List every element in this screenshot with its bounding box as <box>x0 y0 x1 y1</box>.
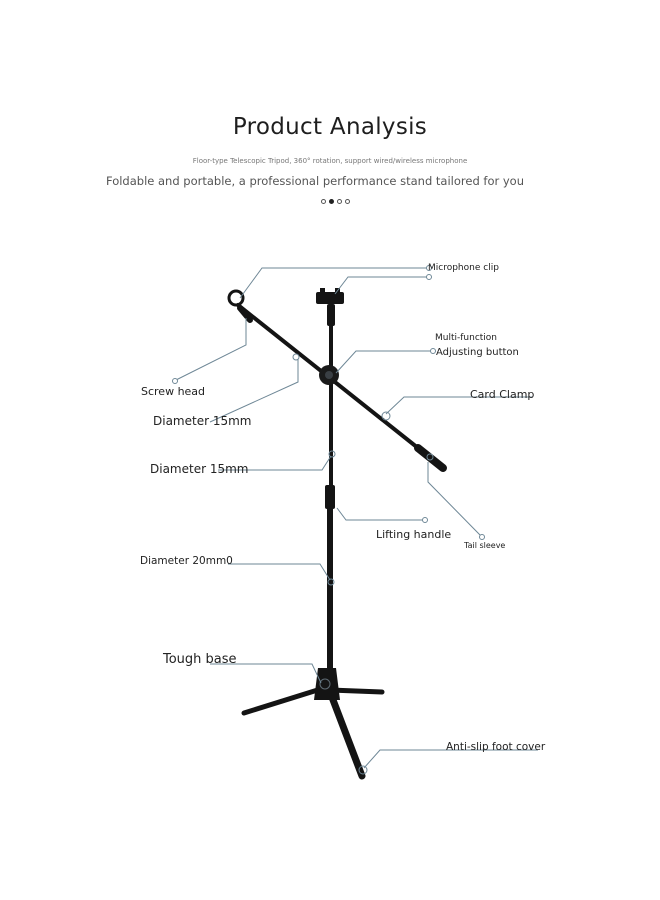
tripod-hub <box>314 668 340 700</box>
label-adjusting-button: Adjusting button <box>436 347 519 358</box>
leader-lines <box>172 265 538 769</box>
carousel-dot-1[interactable] <box>321 199 326 204</box>
label-microphone-clip: Microphone clip <box>428 263 499 273</box>
carousel-dot-4[interactable] <box>345 199 350 204</box>
leader-diameter-lower <box>228 563 331 581</box>
leader-tough-base <box>210 663 322 684</box>
page-title: Product Analysis <box>232 114 428 140</box>
lifting-handle-clamp <box>325 485 335 509</box>
carousel-dot-3[interactable] <box>337 199 342 204</box>
leader-lifting-handle <box>336 507 424 521</box>
page-subtitle: Floor-type Telescopic Tripod, 360° rotat… <box>192 157 468 165</box>
label-screw-head: Screw head <box>141 385 206 398</box>
boom-mic-clip <box>227 289 245 307</box>
label-anti-slip: Anti-slip foot cover <box>446 741 546 753</box>
leader-mic-clip-top <box>334 276 428 295</box>
carousel-dot-2[interactable] <box>329 199 334 204</box>
label-multi-function: Multi-function <box>435 333 498 343</box>
label-lifting-handle: Lifting handle <box>376 528 452 541</box>
leader-anti-slip <box>363 749 538 769</box>
label-tough-base: Tough base <box>163 652 237 667</box>
leader-screw-head <box>175 318 247 381</box>
top-mic-clip <box>316 292 344 304</box>
label-diameter-upper: Diameter 15mm <box>150 462 249 476</box>
tripod-leg-front <box>326 688 366 780</box>
leader-diameter-boom <box>209 359 299 423</box>
tripod-hub-marker <box>319 678 331 690</box>
leader-tail-sleeve <box>427 462 482 537</box>
carousel-dots <box>321 199 350 204</box>
leader-mic-clip-boom <box>239 267 428 299</box>
leader-card-clamp <box>385 396 533 415</box>
label-diameter-boom: Diameter 15mm <box>153 414 252 428</box>
boom-tail-sleeve <box>414 444 447 472</box>
label-diameter-lower: Diameter 20mm0 <box>140 555 233 567</box>
mic-stand <box>227 288 447 780</box>
label-card-clamp: Card Clamp <box>470 388 535 401</box>
leader-adjusting-button <box>335 350 432 374</box>
leader-diameter-upper <box>218 455 332 471</box>
label-tail-sleeve: Tail sleeve <box>464 541 506 550</box>
page-tagline: Foldable and portable, a professional pe… <box>105 174 525 188</box>
tripod-leg-left <box>241 685 327 716</box>
